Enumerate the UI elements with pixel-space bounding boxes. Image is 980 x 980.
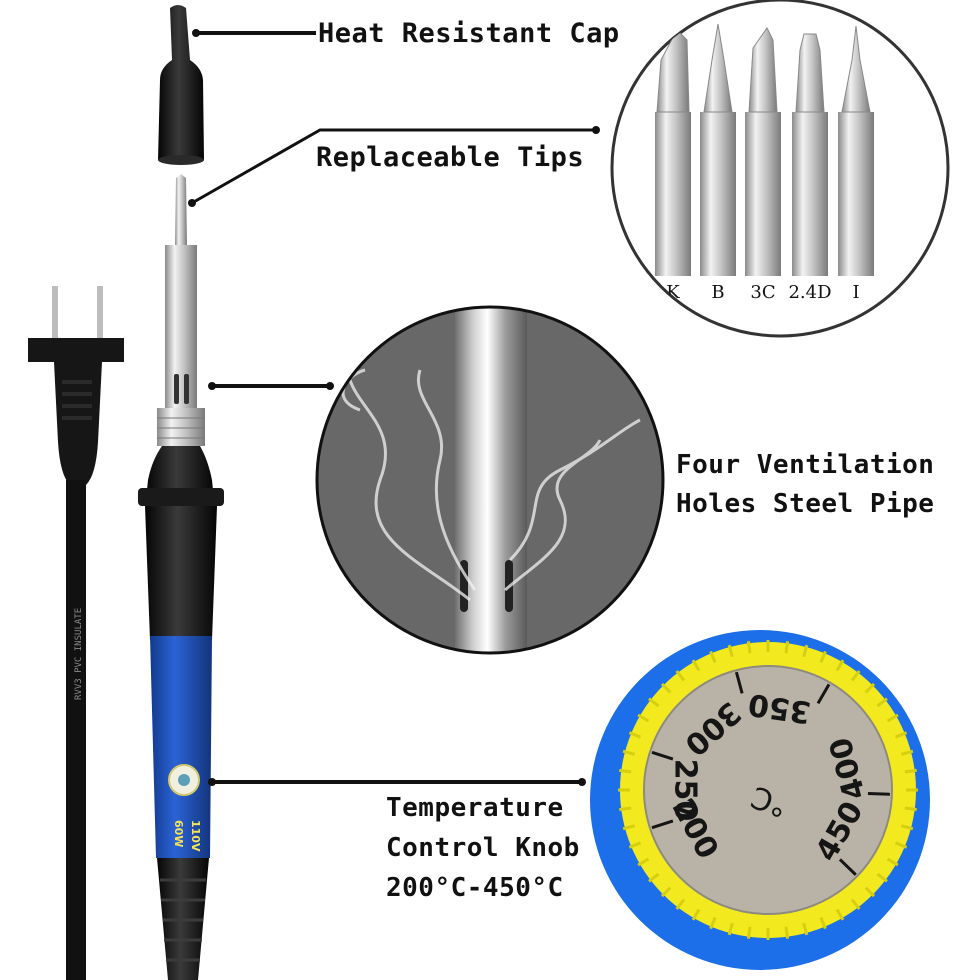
tip-label: 2.4D <box>788 282 831 303</box>
ventilation-detail-circle <box>315 305 665 655</box>
knob-tick <box>734 671 744 694</box>
tip-label: I <box>852 282 859 303</box>
tips-leader-line <box>191 128 596 205</box>
knob-label-line-1: Temperature <box>386 793 564 823</box>
knob-label-line-2: Control Knob <box>386 833 580 863</box>
knob-tick <box>651 819 674 830</box>
smoke <box>341 368 641 602</box>
vent-hole <box>460 560 468 612</box>
voltage-text: 110V <box>189 820 202 852</box>
tip-label: 3C <box>750 282 775 303</box>
grip-black <box>145 506 217 640</box>
knob-label: Temperature Control Knob 200°C-450°C <box>386 788 580 908</box>
tips-detail-circle: K B 3C 2.4D I <box>610 0 950 338</box>
tips-label: Replaceable Tips <box>316 142 585 173</box>
knob-scale-value: 350 <box>746 686 813 729</box>
knob-tick <box>867 791 890 796</box>
wattage-text: 60W <box>172 820 185 847</box>
knob-tick <box>838 858 857 876</box>
tip-label: B <box>711 282 724 303</box>
grip-collar <box>146 446 214 500</box>
knob-tick <box>651 750 674 761</box>
plug-prong-right <box>97 286 103 344</box>
heat-resistant-cap <box>158 5 204 165</box>
plug <box>28 286 124 485</box>
plug-prong-left <box>52 286 58 344</box>
tip-3c: 3C <box>745 27 781 303</box>
ventilation-label-line-1: Four Ventilation <box>676 450 935 480</box>
iron-tip <box>175 174 187 245</box>
ventilation-label: Four Ventilation Holes Steel Pipe <box>676 446 934 524</box>
iron-barrel <box>165 245 197 410</box>
tip-k: K <box>655 29 691 303</box>
tip-label: K <box>666 282 680 303</box>
tip-2-4d: 2.4D <box>788 33 832 303</box>
power-cable: RVV3 PVC INSULATE <box>66 480 86 980</box>
iron-nut <box>157 408 205 446</box>
plug-body <box>28 338 124 485</box>
cable-print: RVV3 PVC INSULATE <box>74 608 84 700</box>
soldering-iron: 110V 60W <box>138 174 224 980</box>
ventilation-label-line-2: Holes Steel Pipe <box>676 489 935 519</box>
tip-b: B <box>700 23 736 303</box>
cap-label: Heat Resistant Cap <box>318 18 620 49</box>
knob-label-line-3: 200°C-450°C <box>386 873 564 903</box>
knob-gear-teeth <box>618 640 918 940</box>
tip-i: I <box>838 25 874 303</box>
knob-tick <box>816 683 831 705</box>
knob-scale-value: 250 <box>668 759 703 822</box>
handle-blue <box>150 636 212 858</box>
